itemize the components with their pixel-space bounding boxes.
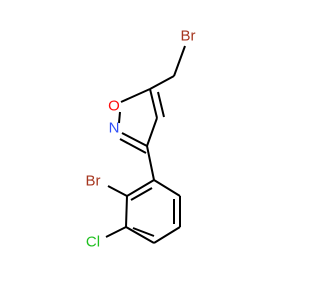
atom-label-chlorine: Cl (86, 234, 100, 251)
bond-c3-c4 (146, 117, 158, 147)
atom-label-br-methyl: Br (181, 28, 196, 45)
bond-c5-o (120, 88, 151, 103)
bond-ar4-ar5 (153, 226, 181, 244)
bond-ar3-cl (105, 226, 127, 238)
atom-label-oxygen: O (108, 98, 120, 115)
bond-c4-c5-inner (157, 91, 165, 118)
bond-c3-aryl (146, 145, 155, 181)
bond-o-n (118, 111, 121, 124)
bond-c5-ch2 (149, 75, 175, 90)
bond-ch2-br (173, 45, 186, 77)
bond-n-c3-inner (119, 138, 147, 154)
bond-ar2-ar3 (125, 195, 128, 228)
bond-ar1-ar2-inner (130, 187, 153, 201)
bond-ar2-br (107, 185, 128, 197)
molecule-structure: Br O N Br Cl (86, 28, 196, 251)
bonds (105, 45, 186, 244)
bond-n-c3 (121, 132, 148, 147)
bond-c4-c5 (149, 88, 158, 119)
atom-label-br-aryl: Br (86, 173, 101, 190)
bond-ar3-ar4-inner (132, 227, 155, 237)
bond-ar1-ar2 (126, 179, 155, 197)
bond-ar6-ar1 (153, 179, 181, 197)
bond-ar3-ar4 (125, 226, 155, 244)
atom-label-nitrogen: N (109, 120, 120, 137)
atom-labels: Br O N Br Cl (86, 28, 196, 251)
